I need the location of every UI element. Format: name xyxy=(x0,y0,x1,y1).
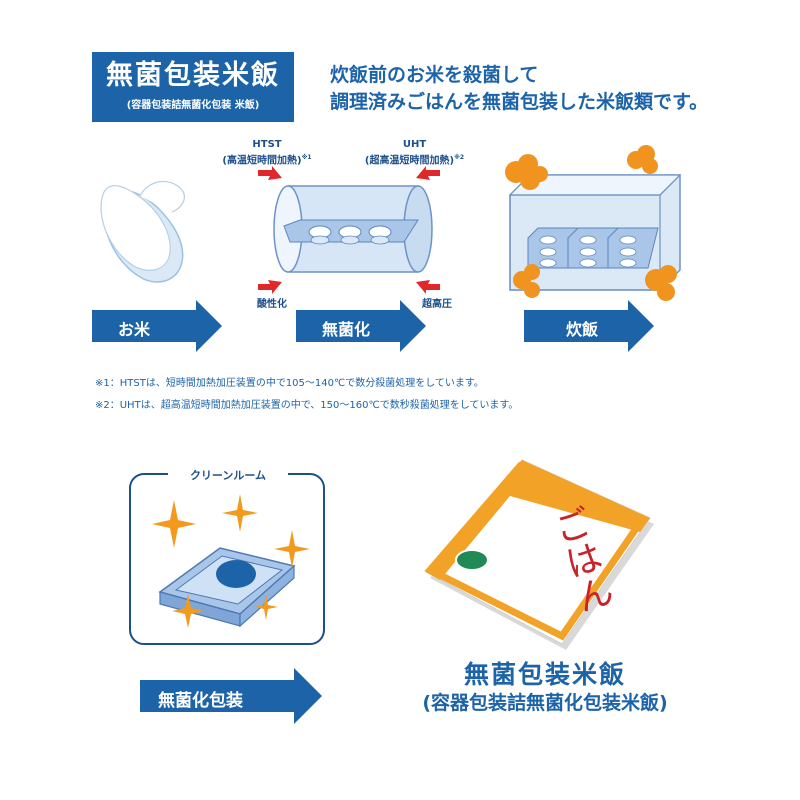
pressure-arrows xyxy=(258,166,440,294)
headline-line-1: 炊飯前のお米を殺菌して xyxy=(330,64,539,86)
steam-puff-icon xyxy=(505,154,548,190)
uht-mark: ※2 xyxy=(454,154,465,161)
product-title: 無菌包装米飯 xyxy=(463,660,626,689)
sparkles xyxy=(152,494,310,628)
htst-mark: ※1 xyxy=(301,154,312,161)
steam-puffs xyxy=(505,145,677,301)
arrow-top-left-icon xyxy=(258,166,282,180)
rice-package xyxy=(424,459,654,650)
arrow-top-right-icon xyxy=(416,166,440,180)
arrow-bottom-left-icon xyxy=(258,280,282,294)
title-main: 無菌包装米飯 xyxy=(106,60,280,91)
uht-label: UHT (超高温短時間加熱)※2 xyxy=(352,138,477,167)
headline-line-2: 調理済みごはんを無菌包装した米飯類です。 xyxy=(330,91,709,113)
title-box: 無菌包装米飯 (容器包装詰無菌化包装 米飯) xyxy=(92,52,294,122)
step-arrow-sterilize xyxy=(296,300,426,352)
sparkle-icon xyxy=(172,594,204,628)
note-1: ※1：HTSTは、短時間加熱加圧装置の中で105〜140℃で数分殺菌処理をしてい… xyxy=(95,378,484,389)
sparkle-icon xyxy=(254,594,278,620)
sparkle-icon xyxy=(152,500,196,548)
clean-room-arrow-label: 無菌化包装 xyxy=(158,691,243,711)
steam-puff-icon xyxy=(513,264,540,298)
arrow-bottom-right-icon xyxy=(416,280,440,294)
product-subtitle: (容器包装詰無菌化包装米飯) xyxy=(422,692,668,714)
step-arrow-rice xyxy=(92,300,222,352)
step-label-sterilize: 無菌化 xyxy=(322,320,371,339)
clean-room-arrow xyxy=(140,668,322,724)
uht-name: UHT xyxy=(402,139,427,150)
rice-grain-illustration xyxy=(100,180,185,283)
clean-room-label: クリーンルーム xyxy=(168,467,288,483)
step-label-cook: 炊飯 xyxy=(566,320,599,339)
htst-label: HTST (高温短時間加熱)※1 xyxy=(212,138,322,167)
sealed-tray xyxy=(158,547,296,628)
steam-puff-icon xyxy=(627,145,658,174)
headline: 炊飯前のお米を殺菌して 調理済みごはんを無菌包装した米飯類です。 xyxy=(330,62,708,116)
sterilizer-cylinder xyxy=(273,185,433,273)
sparkle-icon xyxy=(222,494,258,532)
step-arrow-cook xyxy=(524,300,654,352)
pressure-label: 超高圧 xyxy=(422,299,452,310)
steam-puff-icon xyxy=(645,265,677,301)
htst-name: HTST xyxy=(252,139,282,150)
step-label-rice: お米 xyxy=(118,320,151,339)
note-2: ※2：UHTは、超高温短時間加熱加圧装置の中で、150〜160℃で数秒殺菌処理を… xyxy=(95,400,519,411)
htst-desc: (高温短時間加熱) xyxy=(222,155,302,167)
sparkle-icon xyxy=(274,530,310,568)
title-sub: (容器包装詰無菌化包装 米飯) xyxy=(126,100,260,111)
quality-seal-icon xyxy=(455,549,489,571)
acid-label: 酸性化 xyxy=(257,299,287,310)
uht-desc: (超高温短時間加熱) xyxy=(364,155,455,167)
rice-cooker-box xyxy=(508,174,682,291)
